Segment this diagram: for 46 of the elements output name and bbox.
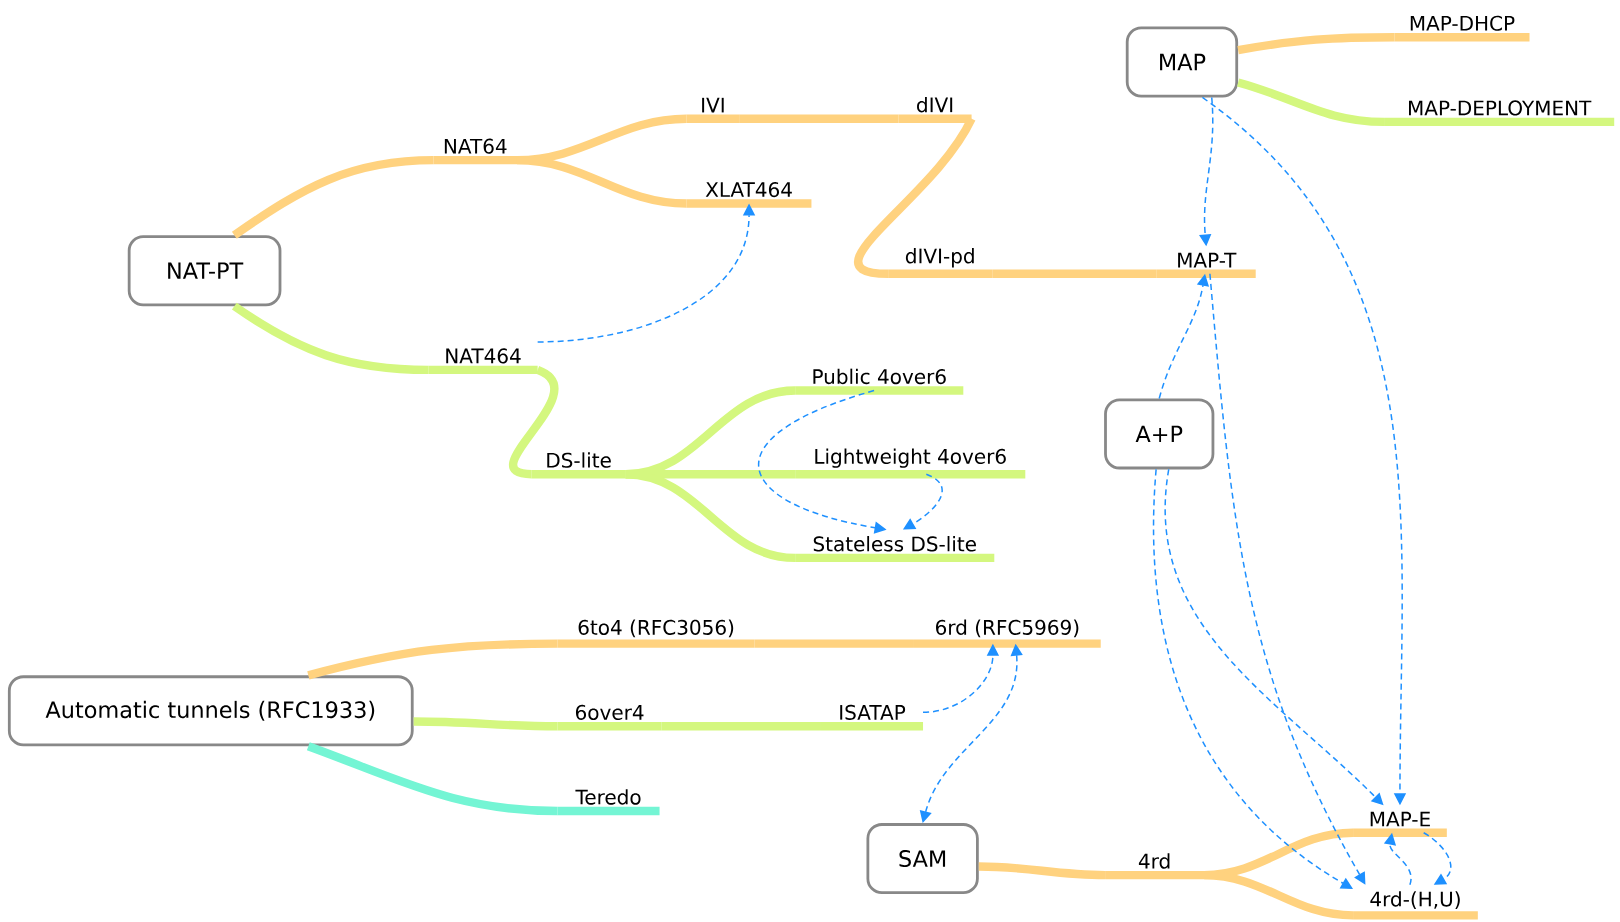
branch-line [992, 269, 1157, 279]
branch-line [739, 114, 899, 124]
branch-line [231, 156, 434, 239]
branch-line [625, 470, 796, 563]
branch-line [306, 742, 558, 816]
branch-line [978, 862, 1106, 880]
branch-line [1236, 78, 1385, 127]
dashed-arrow [1422, 832, 1452, 885]
underlined-label: 6rd (RFC5969) [914, 619, 1101, 649]
branch-line [232, 302, 429, 375]
underlined-label: Public 4over6 [795, 368, 964, 395]
underlined-label: Stateless DS-lite [795, 536, 995, 563]
topic-box: Automatic tunnels (RFC1933) [7, 675, 414, 747]
underlined-label: MAP-DEPLOYMENT [1384, 100, 1615, 127]
underlined-label: MAP-T [1156, 253, 1256, 279]
underlined-label: 4rd [1105, 853, 1205, 880]
underlined-label: dIVI [898, 97, 972, 124]
underlined-label: 4rd-(H,U) [1353, 891, 1478, 920]
underlined-label: MAP-E [1353, 811, 1447, 838]
underlined-label: 6over4 [557, 705, 662, 731]
dashed-arrow [1164, 468, 1384, 806]
underlined-label: Lightweight 4over6 [795, 448, 1026, 479]
branch-line [754, 639, 914, 649]
underlined-label: IVI [686, 98, 740, 124]
topic-box: MAP [1125, 26, 1239, 98]
underlined-label: MAP-DHCP [1394, 15, 1530, 42]
topic-box: A+P [1104, 398, 1215, 470]
underlined-label: Teredo [557, 789, 660, 816]
underlined-label: ISATAP [821, 705, 924, 731]
underlined-label: dIVI-pd [888, 248, 993, 279]
underlined-label: DS-lite [531, 452, 626, 479]
underlined-label: NAT464 [428, 348, 538, 375]
branch-line [307, 639, 558, 680]
branch-line [413, 717, 558, 731]
branch-line [509, 366, 559, 479]
dashed-arrow [1209, 273, 1366, 885]
dashed-arrow [1383, 833, 1412, 886]
branch-line [1237, 33, 1395, 55]
branch-line [1203, 871, 1354, 920]
branch-line [661, 722, 821, 731]
underlined-label: NAT64 [433, 138, 517, 165]
underlined-label: XLAT464 [686, 182, 812, 208]
topic-box: SAM [866, 823, 979, 895]
underlined-label: 6to4 (RFC3056) [557, 619, 755, 649]
topic-box: NAT-PT [127, 235, 282, 307]
branch-line [854, 116, 976, 279]
